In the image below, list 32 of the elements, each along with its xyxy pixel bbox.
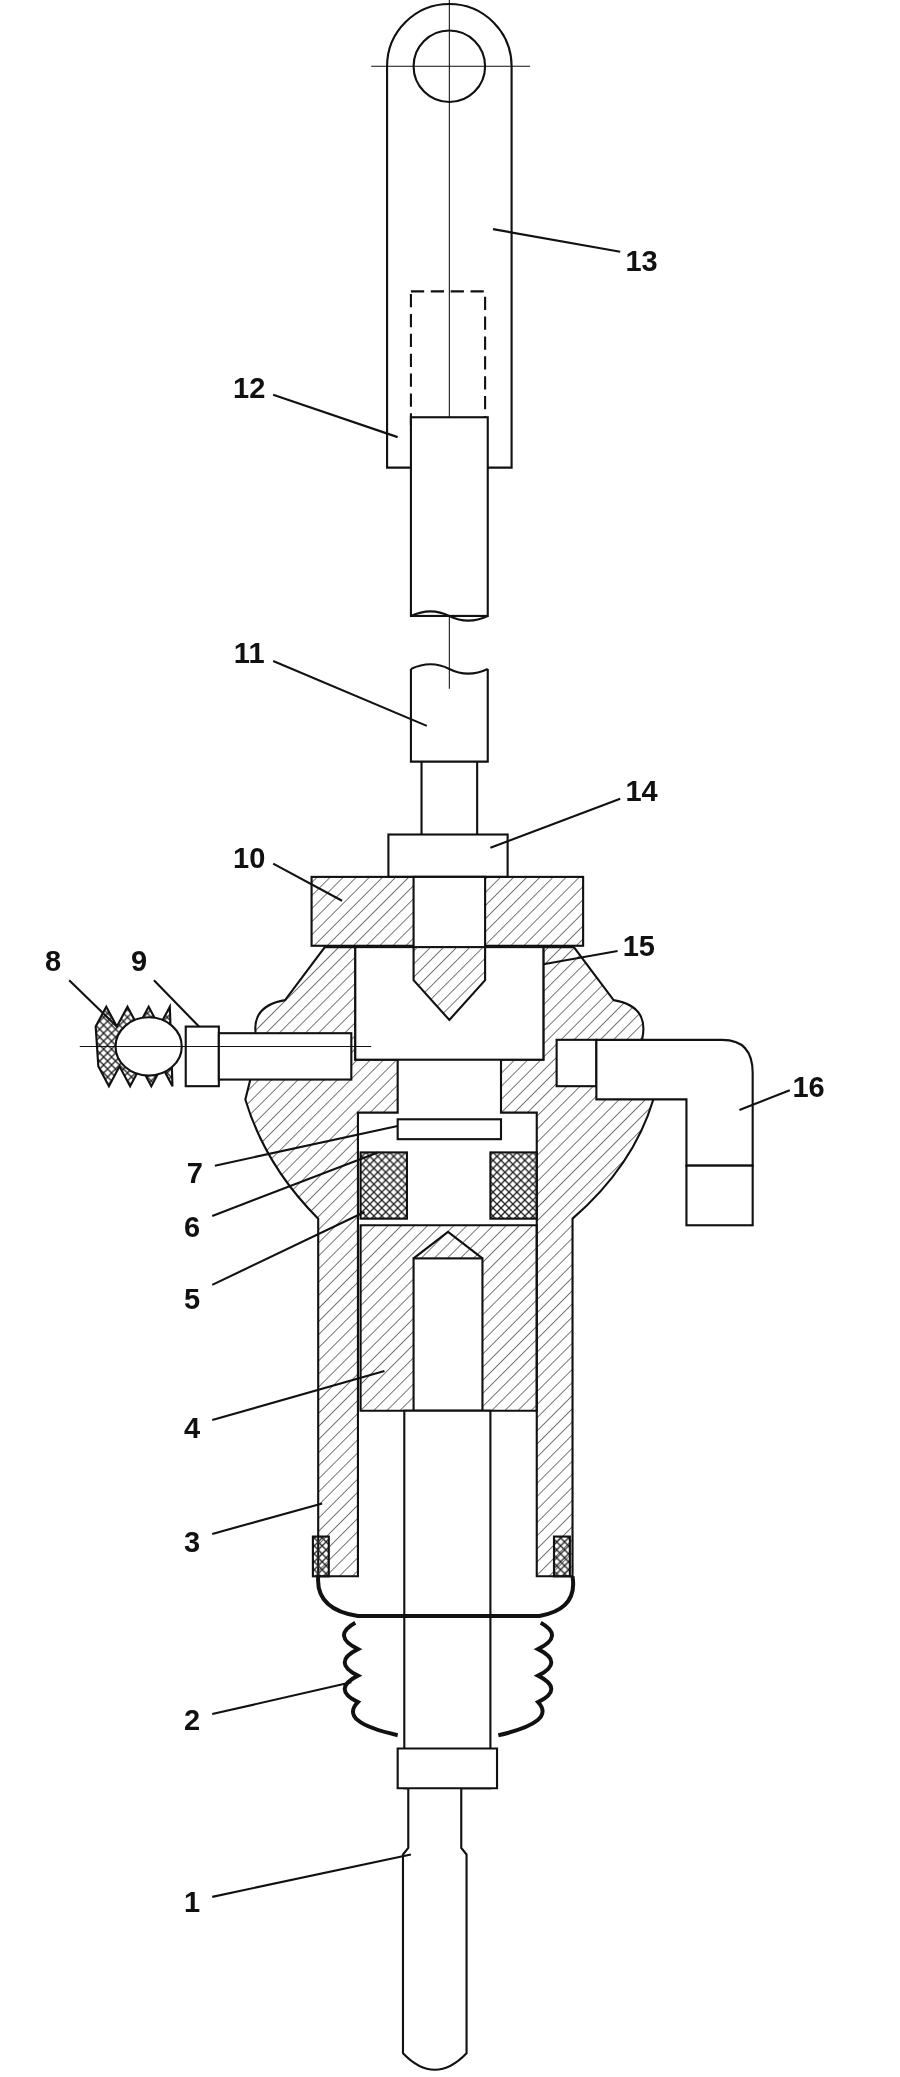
callout-number: 4: [184, 1413, 201, 1443]
callout-number: 2: [184, 1705, 201, 1735]
leader-line: [492, 228, 621, 253]
callout-number: 1: [184, 1887, 201, 1917]
callout-number: 14: [625, 776, 658, 806]
leader-line: [211, 1151, 379, 1217]
callout-number: 3: [184, 1527, 201, 1557]
callout-number: 7: [186, 1158, 203, 1188]
callout-number: 10: [233, 843, 266, 873]
callout-number: 15: [622, 931, 655, 961]
callout-number: 9: [131, 946, 148, 976]
callout-number: 11: [233, 638, 265, 668]
leader-line: [214, 1124, 398, 1167]
leader-line: [211, 1369, 385, 1421]
leader-line: [153, 979, 200, 1028]
leader-line: [543, 950, 618, 966]
leader-line: [490, 797, 621, 849]
leader-line: [739, 1089, 791, 1111]
callout-number: 6: [184, 1212, 201, 1242]
callout-number: 8: [44, 946, 62, 976]
leader-line: [272, 393, 399, 439]
leader-line: [272, 862, 343, 902]
leader-line: [68, 979, 118, 1028]
leader-line: [212, 1681, 352, 1716]
leader-line: [272, 660, 428, 727]
leader-line: [211, 1211, 365, 1286]
callout-number: 16: [792, 1072, 825, 1102]
callout-number: 5: [184, 1284, 201, 1314]
leader-line: [212, 1853, 412, 1898]
callout-number: 13: [625, 246, 658, 276]
leader-line: [211, 1502, 323, 1535]
callout-number: 12: [233, 373, 266, 403]
